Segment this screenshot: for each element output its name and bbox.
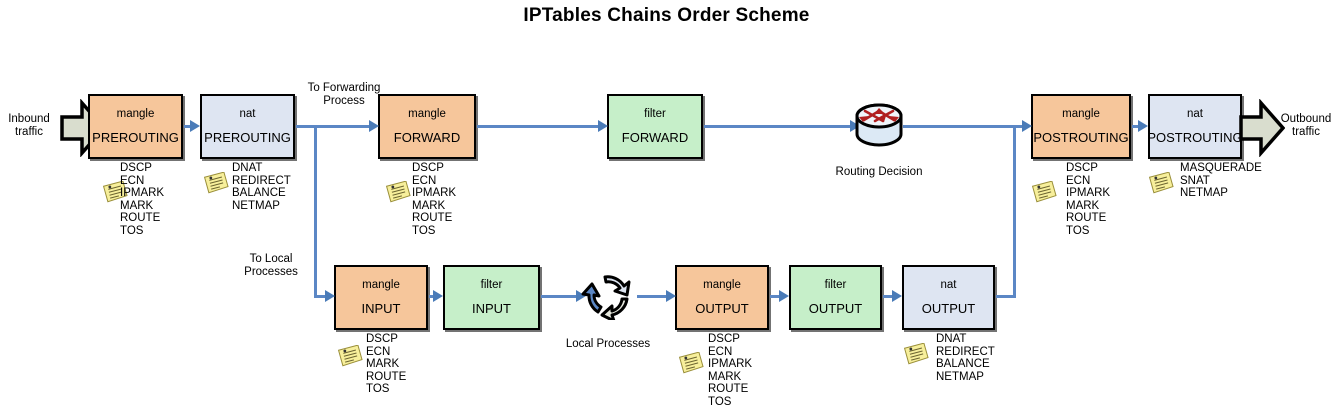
chain-box-mangle-postrouting[interactable]: mangle POSTROUTING — [1031, 94, 1131, 159]
to-local-processes-label: To Local Processes — [244, 253, 298, 278]
router-icon — [853, 102, 905, 148]
connector-arrowhead-icon — [433, 290, 443, 302]
chain-table-label: mangle — [362, 278, 400, 291]
connector-line — [704, 125, 854, 128]
chain-name-label: OUTPUT — [921, 301, 976, 317]
connector-line — [1013, 125, 1016, 298]
chain-name-label: PREROUTING — [92, 130, 179, 146]
connector-arrowhead-icon — [779, 290, 789, 302]
connector-line — [770, 295, 781, 298]
connector-line — [1132, 125, 1141, 128]
target-list-mangle-output: DSCP ECN IPMARK MARK ROUTE TOS — [708, 333, 753, 408]
chain-box-filter-output[interactable]: filter OUTPUT — [789, 265, 882, 330]
connector-arrowhead-icon — [325, 290, 335, 302]
connector-line — [541, 295, 579, 298]
target-list-nat-output: DNAT REDIRECT BALANCE NETMAP — [936, 333, 995, 383]
chain-box-nat-postrouting[interactable]: nat POSTROUTING — [1147, 94, 1243, 159]
sticky-note-icon — [337, 344, 363, 367]
connector-arrowhead-icon — [850, 120, 860, 132]
sticky-note-icon — [102, 180, 128, 203]
chain-name-label: OUTPUT — [808, 301, 863, 317]
chain-box-mangle-prerouting[interactable]: mangle PREROUTING — [88, 94, 183, 159]
process-cycle-icon — [579, 272, 637, 323]
sticky-note-icon — [678, 351, 704, 374]
connector-line — [296, 125, 372, 128]
to-forwarding-process-label: To Forwarding Process — [307, 82, 381, 107]
chain-name-label: INPUT — [472, 301, 511, 317]
chain-name-label: FORWARD — [393, 130, 461, 146]
connector-arrowhead-icon — [369, 120, 379, 132]
chain-table-label: nat — [239, 107, 256, 120]
chain-table-label: nat — [1187, 107, 1203, 120]
connector-line — [314, 295, 328, 298]
local-processes-caption: Local Processes — [565, 338, 651, 350]
chain-table-label: mangle — [116, 107, 155, 120]
connector-line — [184, 125, 192, 128]
sticky-note-icon — [385, 180, 411, 203]
connector-line — [477, 125, 601, 128]
target-list-nat-postrouting: MASQUERADE SNAT NETMAP — [1180, 162, 1262, 200]
outbound-traffic-arrow — [1239, 98, 1286, 158]
chain-box-mangle-forward[interactable]: mangle FORWARD — [378, 94, 476, 159]
sticky-note-icon — [1031, 180, 1057, 203]
sticky-note-icon — [903, 342, 929, 365]
target-list-mangle-prerouting: DSCP ECN IPMARK MARK ROUTE TOS — [120, 162, 165, 237]
connector-arrowhead-icon — [598, 120, 608, 132]
chain-table-label: filter — [480, 278, 503, 291]
connector-line — [637, 295, 669, 298]
outbound-traffic-label: Outbound traffic — [1280, 113, 1332, 138]
connector-line — [996, 295, 1016, 298]
chain-box-filter-forward[interactable]: filter FORWARD — [607, 94, 703, 159]
target-list-mangle-forward: DSCP ECN IPMARK MARK ROUTE TOS — [412, 162, 457, 237]
page-title: IPTables Chains Order Scheme — [523, 5, 810, 26]
connector-arrowhead-icon — [666, 290, 676, 302]
chain-table-label: mangle — [1062, 107, 1100, 120]
chain-name-label: OUTPUT — [695, 301, 749, 317]
connector-arrowhead-icon — [892, 290, 902, 302]
chain-table-label: filter — [824, 278, 847, 291]
inbound-traffic-label: Inbound traffic — [8, 113, 50, 138]
chain-box-mangle-output[interactable]: mangle OUTPUT — [675, 265, 769, 330]
chain-table-label: nat — [940, 278, 957, 291]
connector-line — [314, 125, 317, 297]
chain-name-label: INPUT — [361, 301, 401, 317]
sticky-note-icon — [203, 171, 229, 194]
chain-table-label: mangle — [703, 278, 741, 291]
chain-table-label: filter — [644, 107, 666, 120]
chain-box-nat-prerouting[interactable]: nat PREROUTING — [200, 94, 295, 159]
chain-name-label: FORWARD — [621, 130, 689, 146]
target-list-mangle-input: DSCP ECN MARK ROUTE TOS — [366, 333, 407, 396]
connector-line — [429, 295, 435, 298]
connector-arrowhead-icon — [576, 290, 586, 302]
connector-arrowhead-icon — [1138, 120, 1148, 132]
target-list-mangle-postrouting: DSCP ECN IPMARK MARK ROUTE TOS — [1066, 162, 1111, 237]
connector-arrowhead-icon — [1022, 120, 1032, 132]
connector-arrowhead-icon — [190, 120, 200, 132]
chain-box-filter-input[interactable]: filter INPUT — [443, 265, 540, 330]
chain-table-label: mangle — [408, 107, 446, 120]
connector-line — [903, 125, 1025, 128]
chain-name-label: POSTROUTING — [1147, 130, 1243, 146]
chain-box-mangle-input[interactable]: mangle INPUT — [334, 265, 428, 330]
chain-name-label: POSTROUTING — [1033, 130, 1129, 146]
chain-name-label: PREROUTING — [204, 130, 291, 146]
routing-decision-caption: Routing Decision — [835, 166, 923, 178]
chain-box-nat-output[interactable]: nat OUTPUT — [902, 265, 995, 330]
sticky-note-icon — [1148, 171, 1174, 194]
connector-line — [883, 295, 894, 298]
target-list-nat-prerouting: DNAT REDIRECT BALANCE NETMAP — [232, 162, 291, 212]
